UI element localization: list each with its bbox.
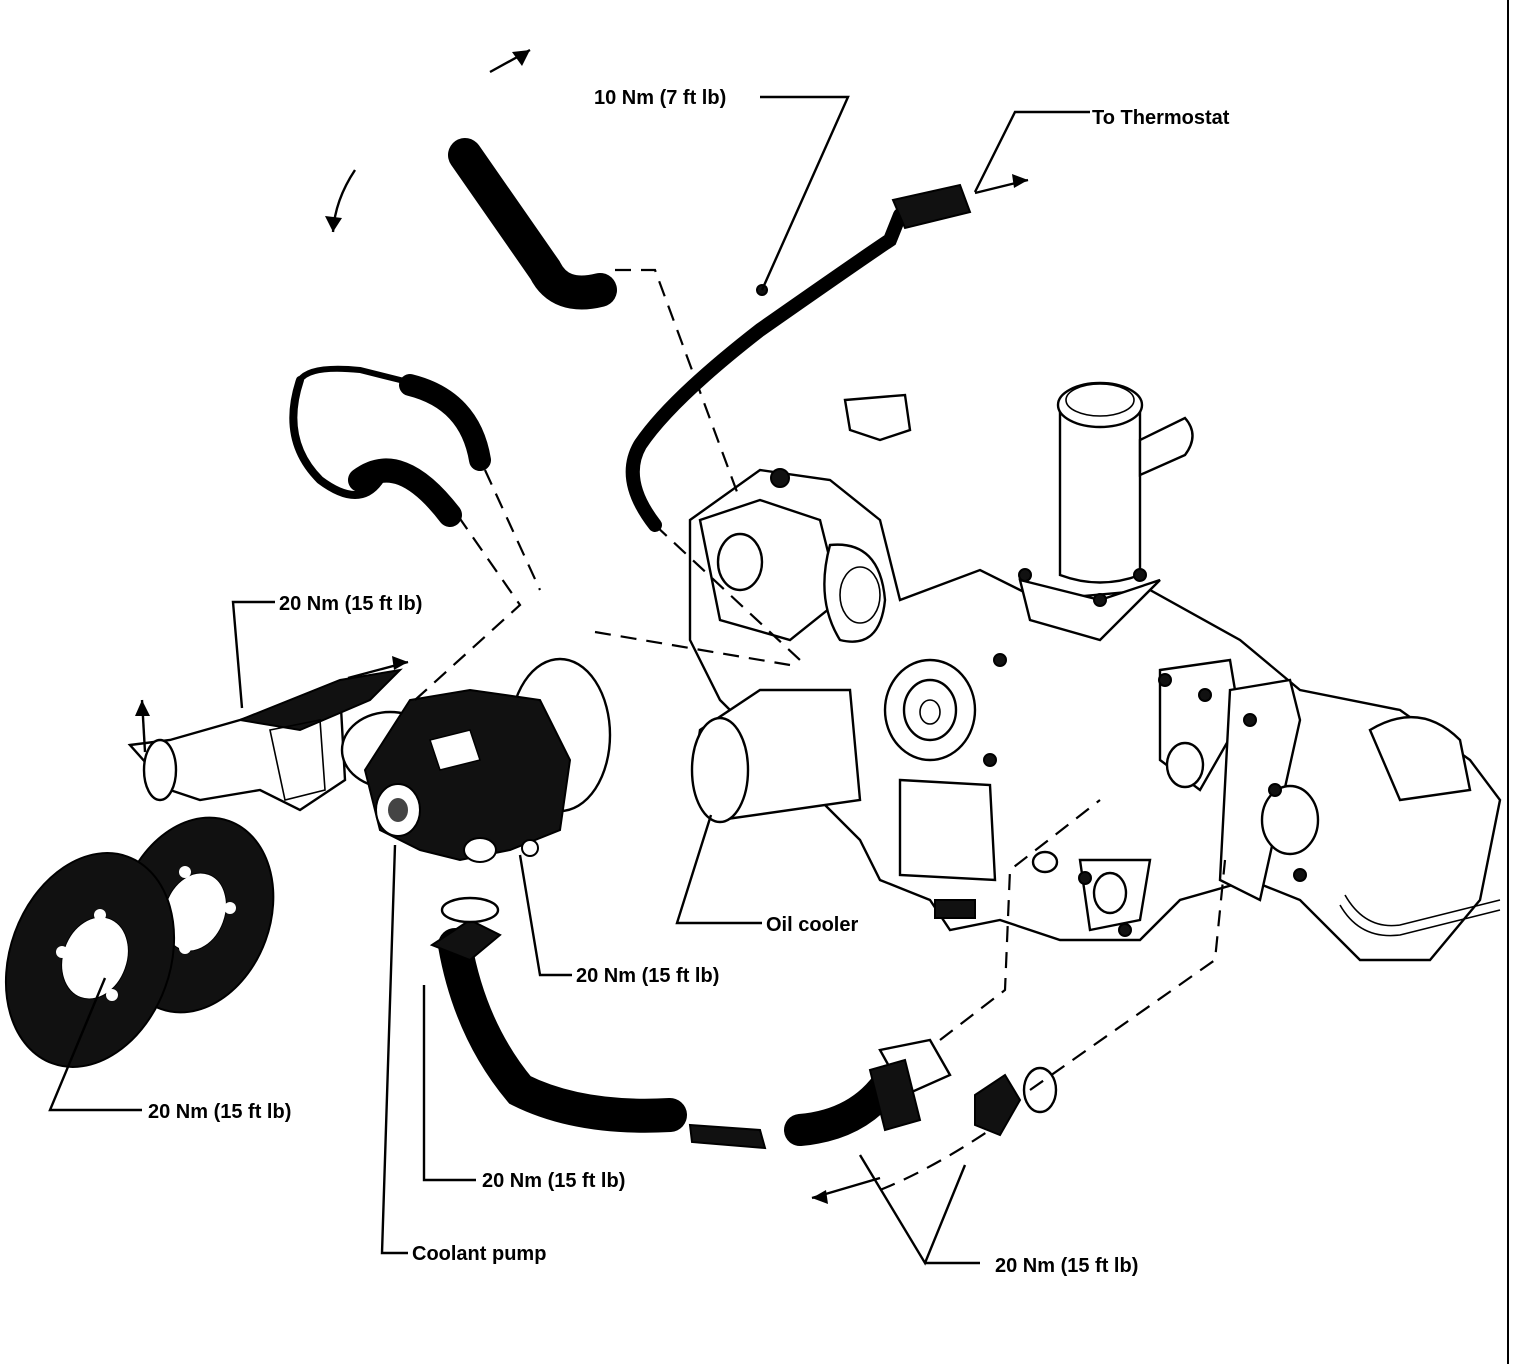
- to-thermostat-label: To Thermostat: [1092, 107, 1230, 129]
- torque-label-heater-pipe-bolt: 10 Nm (7 ft lb): [594, 87, 726, 109]
- pump-pulleys: [4, 816, 275, 1068]
- engine-block: [688, 381, 1502, 962]
- torque-label-inlet-pipe-bolt: 20 Nm (15 ft lb): [482, 1170, 625, 1192]
- outlet-pipe-housing: [127, 668, 403, 812]
- direction-arrows: [135, 48, 1029, 1204]
- torque-label-pulley: 20 Nm (15 ft lb): [148, 1101, 291, 1123]
- coolant-pump-label: Coolant pump: [412, 1243, 546, 1265]
- torque-label-outlet-housing: 20 Nm (15 ft lb): [279, 593, 422, 615]
- torque-label-pump-bolt: 20 Nm (15 ft lb): [576, 965, 719, 987]
- oil-cooler-label: Oil cooler: [766, 914, 858, 936]
- coolant-pump: [340, 657, 612, 863]
- upper-hose-assembly: [289, 138, 972, 532]
- alignment-dash-lines: [414, 268, 1227, 1192]
- leader-lines: [48, 95, 1090, 1266]
- torque-label-inlet-flange: 20 Nm (15 ft lb): [995, 1255, 1138, 1277]
- lower-inlet-pipe: [429, 896, 1058, 1150]
